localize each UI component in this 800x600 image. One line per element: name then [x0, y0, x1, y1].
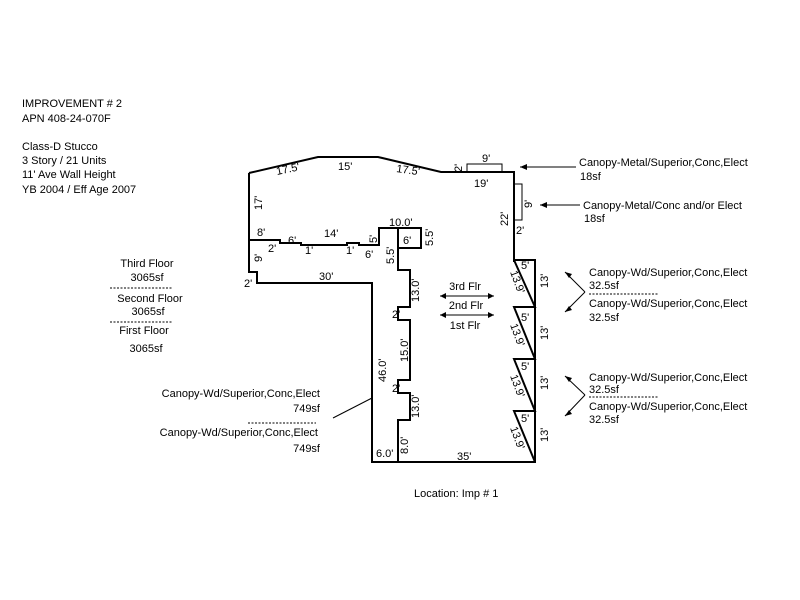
dim-label: 5' — [521, 260, 529, 272]
canopy-label: Canopy-Wd/Superior,Conc,Elect — [589, 267, 747, 279]
wall-height-text: 11' Ave Wall Height — [22, 169, 116, 181]
dim-label: 9' — [482, 153, 490, 165]
year-built-text: YB 2004 / Eff Age 2007 — [22, 184, 136, 196]
dim-label: 6' — [403, 235, 411, 247]
dim-label: 1' — [305, 245, 313, 257]
side-canopy-shape — [513, 183, 523, 221]
dim-label: 2' — [268, 243, 276, 255]
dim-label: 13' — [539, 326, 551, 340]
arrow-icon — [540, 202, 547, 208]
dim-label: 5' — [368, 235, 380, 243]
canopy-label: Canopy-Wd/Superior,Conc,Elect — [589, 401, 747, 413]
dim-label: 6' — [365, 249, 373, 261]
canopy-label: Canopy-Wd/Superior,Conc,Elect — [589, 372, 747, 384]
class-text: Class-D Stucco — [22, 141, 98, 153]
third-floor-area: 3065sf — [130, 272, 164, 284]
dim-label: 13.0' — [410, 394, 422, 418]
arrow-icon — [440, 312, 494, 318]
stories-text: 3 Story / 21 Units — [22, 155, 107, 167]
dim-label: 6' — [288, 235, 296, 247]
dim-label: 5' — [521, 413, 529, 425]
second-floor-label: Second Floor — [117, 293, 183, 305]
dimension-labels: 17.5' 15' 17.5' 2' 9' 19' 9' 22' 2' 17' … — [244, 153, 551, 463]
canopy-area: 749sf — [293, 403, 321, 415]
canopy-label: Canopy-Metal/Superior,Conc,Elect — [579, 157, 748, 169]
dim-label: 13' — [539, 376, 551, 390]
dim-label: 22' — [499, 212, 511, 226]
dim-label: 5.5' — [385, 247, 397, 264]
apn-text: APN 408-24-070F — [22, 113, 111, 125]
third-floor-label: Third Floor — [120, 258, 174, 270]
dim-label: 17.5' — [396, 163, 421, 178]
canopy-label: Canopy-Wd/Superior,Conc,Elect — [162, 388, 320, 400]
dim-label: 30' — [319, 271, 333, 283]
dim-label: 46.0' — [377, 358, 389, 382]
dim-label: 13.9' — [507, 425, 526, 451]
canopy-area: 32.5sf — [589, 280, 620, 292]
improvement-info: IMPROVEMENT # 2 APN 408-24-070F Class-D … — [22, 98, 136, 196]
canopy-area: 32.5sf — [589, 312, 620, 324]
canopy-label: Canopy-Wd/Superior,Conc,Elect — [160, 427, 318, 439]
floor-areas: Third Floor 3065sf Second Floor 3065sf F… — [110, 258, 183, 355]
canopy-label: Canopy-Wd/Superior,Conc,Elect — [589, 298, 747, 310]
dim-label: 2' — [516, 225, 524, 237]
dim-label: 17' — [253, 196, 265, 210]
dim-label: 17.5' — [275, 161, 300, 178]
arrow-icon — [520, 164, 527, 170]
dim-label: 15' — [338, 161, 352, 173]
canopy-area: 749sf — [293, 443, 321, 455]
dim-label: 2' — [392, 309, 400, 321]
first-floor-area: 3065sf — [129, 343, 163, 355]
dim-label: 5' — [521, 312, 529, 324]
dim-label: 1' — [346, 245, 354, 257]
floor-markers: 3rd Flr 2nd Flr 1st Flr — [440, 281, 494, 332]
dim-label: 13.9' — [507, 269, 526, 295]
dim-label: 13' — [539, 428, 551, 442]
dim-label: 9' — [523, 200, 535, 208]
canopy-callouts-right: Canopy-Metal/Superior,Conc,Elect 18sf Ca… — [520, 157, 748, 426]
dim-label: 5.5' — [424, 229, 436, 246]
canopy-area: 32.5sf — [589, 414, 620, 426]
first-floor-label: First Floor — [119, 325, 169, 337]
dim-label: 2' — [392, 383, 400, 395]
second-floor-area: 3065sf — [131, 306, 165, 318]
improvement-title: IMPROVEMENT # 2 — [22, 98, 122, 110]
dim-label: 5' — [521, 361, 529, 373]
notched-wall — [397, 248, 411, 462]
dim-label: 13.9' — [507, 373, 526, 399]
callout-leader — [332, 397, 373, 419]
dim-label: 13.9' — [507, 322, 526, 348]
dim-label: 13' — [539, 274, 551, 288]
canopy-label: Canopy-Metal/Conc and/or Elect — [583, 200, 742, 212]
dim-label: 35' — [457, 451, 471, 463]
floor-marker-1st: 1st Flr — [450, 320, 481, 332]
right-angled-canopies — [512, 259, 537, 463]
canopy-area: 32.5sf — [589, 384, 620, 396]
dim-label: 19' — [474, 178, 488, 190]
dim-label: 10.0' — [389, 217, 413, 229]
arrow-icon — [440, 293, 494, 299]
canopy-callouts-left: Canopy-Wd/Superior,Conc,Elect 749sf Cano… — [160, 388, 373, 455]
dim-label: 2' — [453, 164, 465, 172]
location-text: Location: Imp # 1 — [414, 488, 498, 500]
angled-canopy-edges — [512, 259, 537, 463]
dim-label: 8' — [257, 227, 265, 239]
dim-label: 15.0' — [399, 338, 411, 362]
top-canopy-shape — [466, 163, 503, 173]
dim-label: 14' — [324, 228, 338, 240]
dim-label: 2' — [244, 278, 252, 290]
floor-marker-3rd: 3rd Flr — [449, 281, 481, 293]
dim-label: 8.0' — [399, 437, 411, 454]
dim-label: 9' — [253, 254, 265, 262]
canopy-area: 18sf — [584, 213, 606, 225]
floor-marker-2nd: 2nd Flr — [449, 300, 484, 312]
dim-label: 13.0' — [410, 278, 422, 302]
canopy-area: 18sf — [580, 171, 602, 183]
dim-label: 6.0' — [376, 448, 393, 460]
